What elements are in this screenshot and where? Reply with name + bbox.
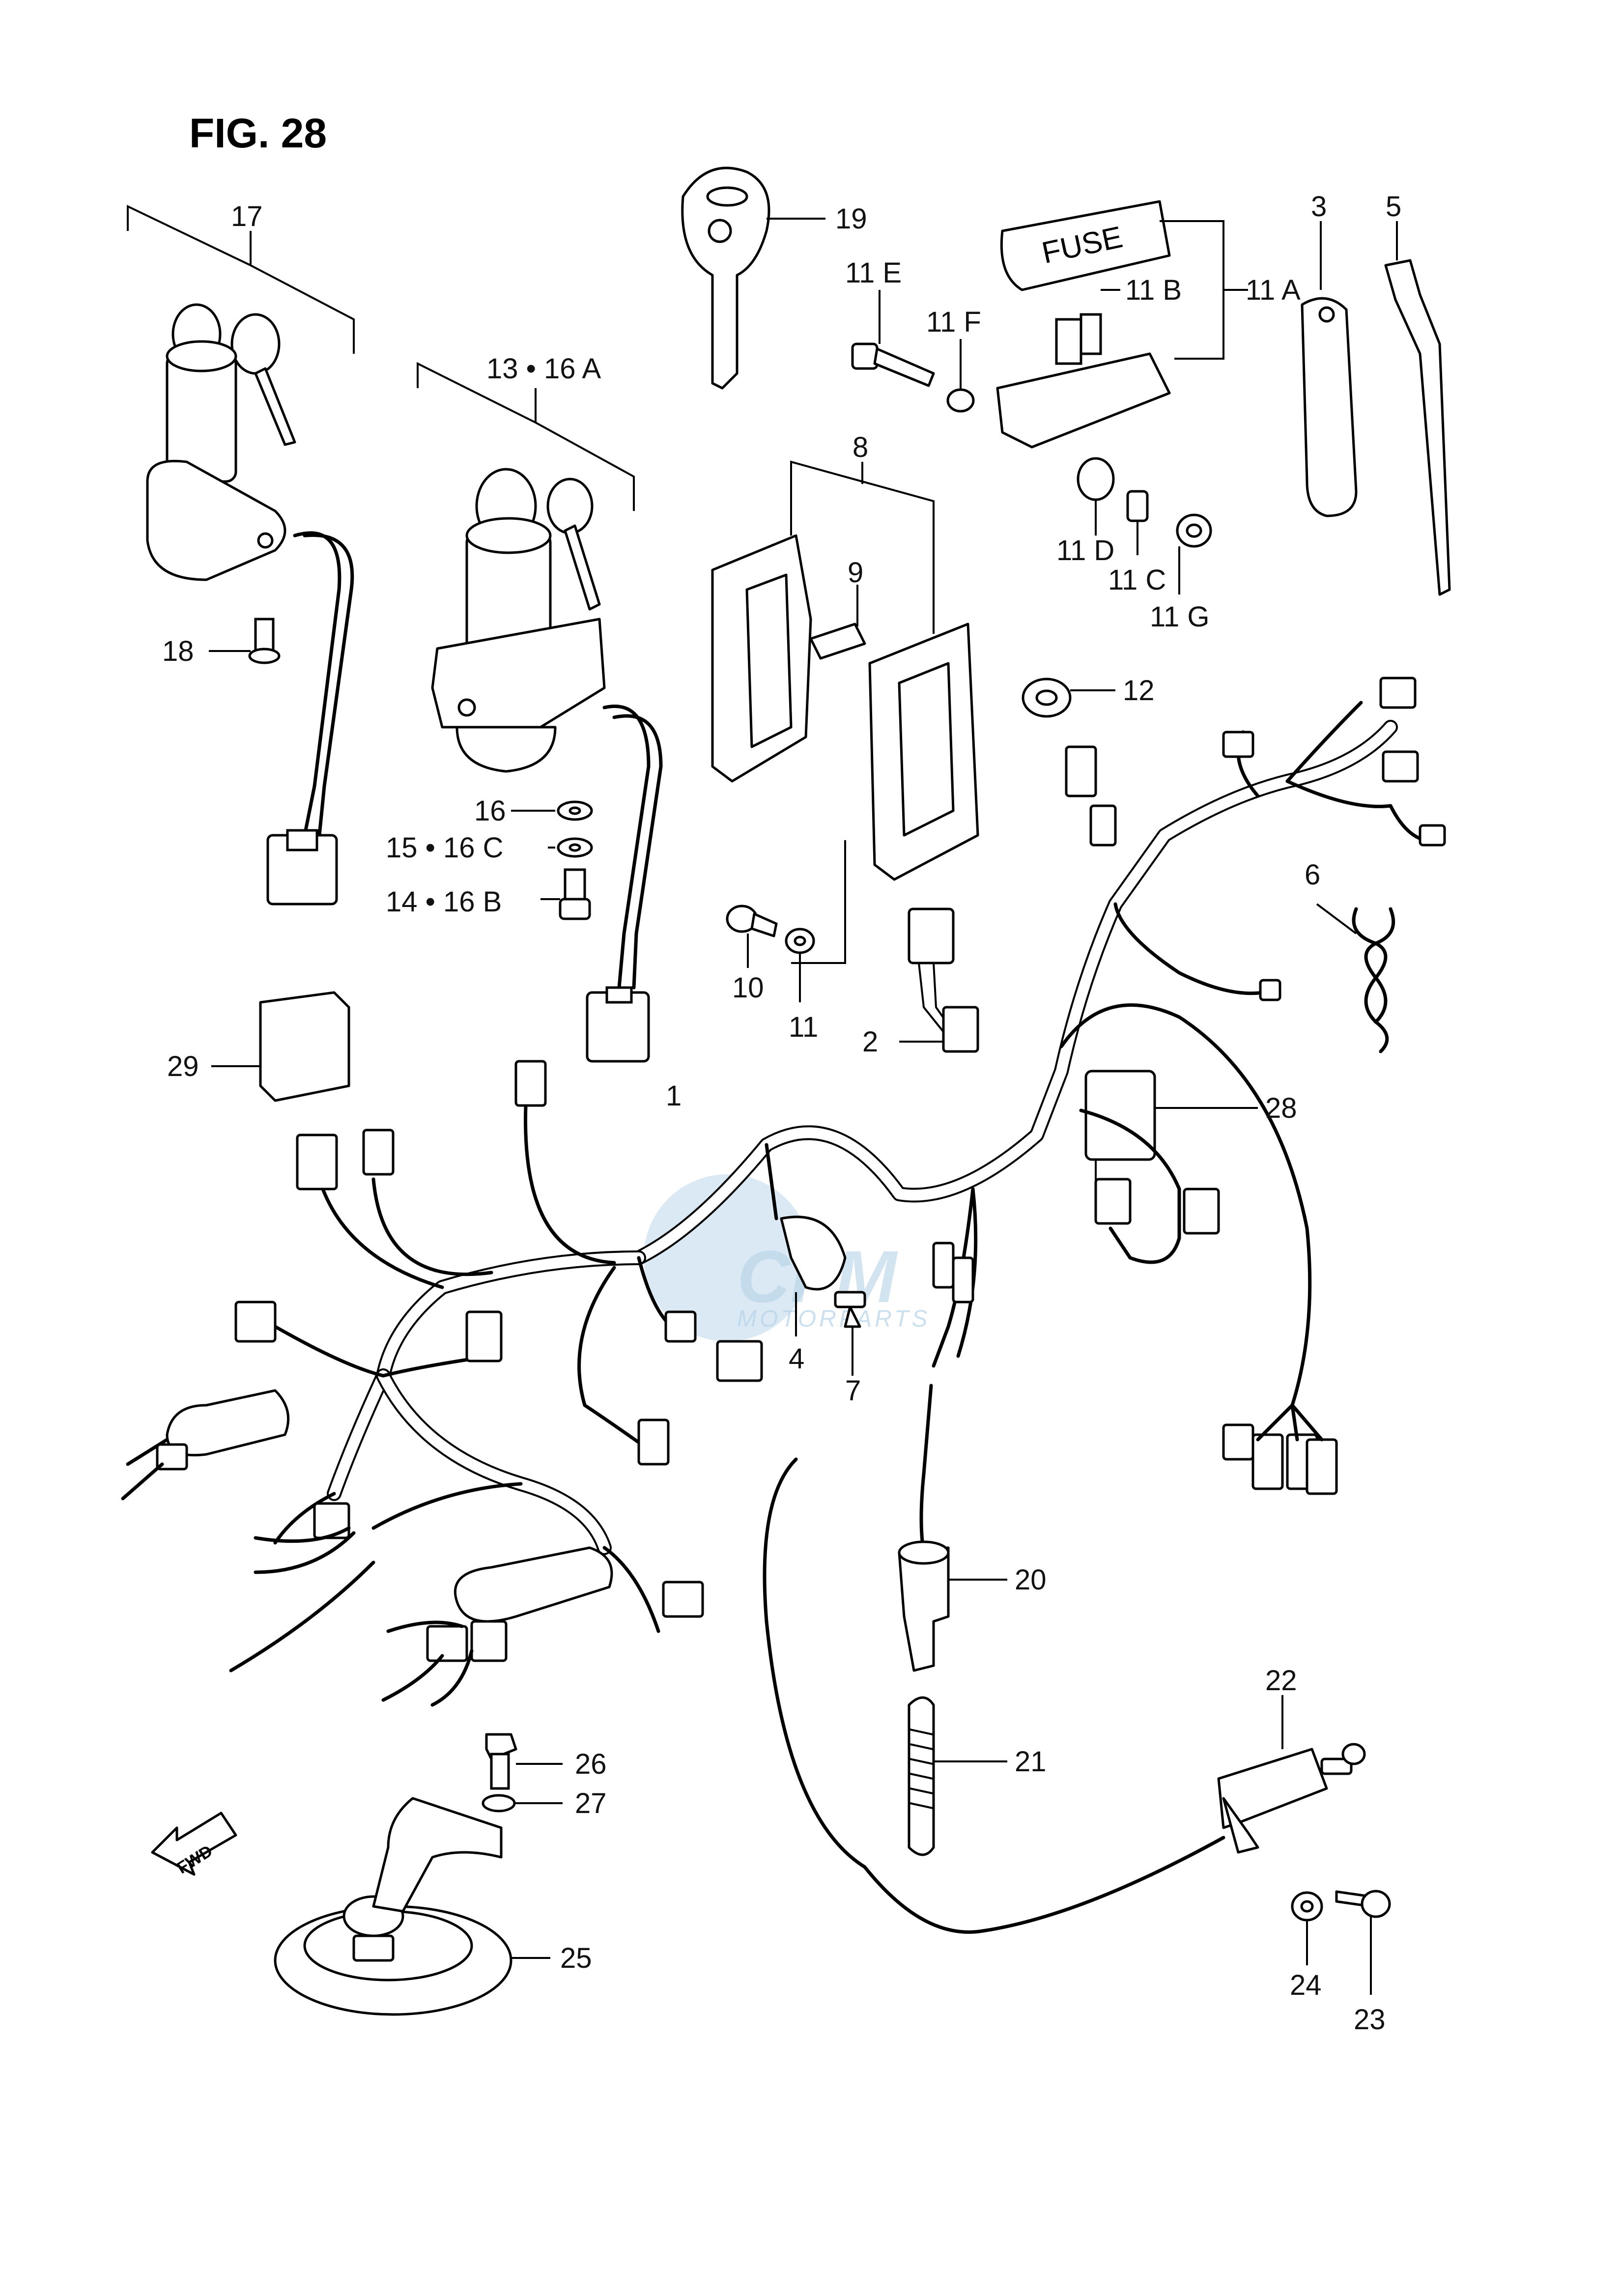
label-21: 21: [1015, 1746, 1047, 1778]
label-10: 10: [732, 972, 764, 1004]
part-26-bolt: [485, 1733, 563, 1790]
part-23-screw: [1335, 1890, 1391, 1995]
part-20-switch: [898, 1384, 1007, 1672]
part-12-grommet: [1022, 678, 1115, 718]
part-labels: 17 18 13 • 16 A 16 15 • 16 C 14 • 16 B 1…: [162, 191, 1401, 2036]
label-25: 25: [560, 1942, 592, 1974]
part-11a-fuse-cover: FUSE: [1000, 200, 1248, 360]
part-8-fuse-holder: [711, 460, 979, 964]
label-11a: 11 A: [1246, 274, 1301, 306]
label-29: 29: [167, 1050, 199, 1082]
label-11g: 11 G: [1150, 601, 1209, 633]
label-11d: 11 D: [1056, 535, 1114, 567]
part-7-screw: [834, 1291, 866, 1376]
part-3-band: [1301, 221, 1358, 517]
label-28: 28: [1265, 1092, 1297, 1124]
part-28-relay: [1084, 1070, 1258, 1235]
label-27: 27: [575, 1787, 607, 1819]
part-1-wiring-harness: [273, 701, 1427, 1633]
part-27-washer: [482, 1794, 563, 1813]
part-29-relay: [211, 991, 350, 1102]
harness-cylinder-upper: [121, 1389, 290, 1501]
label-20: 20: [1015, 1564, 1047, 1596]
label-11f: 11 F: [926, 306, 981, 338]
label-19: 19: [835, 203, 867, 235]
watermark-sub: MOTORPARTS: [737, 1306, 930, 1332]
label-7: 7: [845, 1375, 861, 1407]
part-11-washer: [785, 928, 815, 1002]
label-9: 9: [848, 557, 863, 589]
part-15-washer: [548, 837, 593, 858]
part-11c-collar: [1126, 490, 1149, 555]
label-17: 17: [231, 200, 263, 232]
part-11e-bolt: [851, 290, 935, 387]
part-19-key: [681, 167, 825, 390]
part-13-ignition-switch: [417, 362, 663, 1063]
part-4-clamp: [780, 1216, 847, 1336]
label-5: 5: [1386, 191, 1401, 223]
part-5-clamp: [1384, 221, 1451, 596]
label-26: 26: [575, 1748, 607, 1780]
label-4: 4: [789, 1343, 804, 1375]
part-17-ignition-switch: [127, 204, 355, 906]
part-2-connector: [899, 907, 979, 1053]
harness-cylinder-lower: [454, 1546, 613, 1623]
label-23: 23: [1354, 2004, 1386, 2036]
part-21-spring: [908, 1696, 1007, 1856]
label-3: 3: [1311, 191, 1327, 223]
part-11f-washer: [946, 339, 975, 413]
label-12: 12: [1123, 675, 1155, 707]
part-11g-nut: [1176, 513, 1212, 595]
label-14-16b: 14 • 16 B: [386, 886, 502, 918]
part-14-bolt: [540, 868, 591, 920]
figure-title: FIG. 28: [189, 110, 327, 156]
label-1: 1: [666, 1080, 682, 1112]
label-11c: 11 C: [1108, 564, 1166, 596]
part-9-fuse: [809, 585, 866, 660]
label-11b: 11 B: [1125, 274, 1182, 306]
fwd-arrow: FWD: [151, 1812, 237, 1877]
part-22-rear-brake-switch: [763, 1457, 1366, 1934]
part-10-screw: [726, 905, 778, 968]
part-24-washer: [1291, 1891, 1323, 1965]
part-11d-grommet: [1077, 457, 1115, 536]
label-11: 11: [789, 1011, 818, 1043]
label-6: 6: [1305, 859, 1320, 891]
label-22: 22: [1265, 1665, 1297, 1697]
label-24: 24: [1290, 1969, 1322, 2001]
part-18-screw: [209, 618, 281, 664]
label-2: 2: [862, 1026, 878, 1058]
harness-connectors: [229, 677, 1446, 1707]
label-13-16a: 13 • 16 A: [486, 353, 601, 385]
label-15-16c: 15 • 16 C: [386, 832, 504, 864]
part-25-horn: [274, 1797, 550, 2016]
part-11b-fuse-box: [996, 289, 1171, 449]
label-8: 8: [853, 431, 868, 463]
part-6-clip: [1316, 903, 1395, 1053]
part-16-washer: [511, 800, 593, 821]
label-16: 16: [474, 795, 506, 827]
label-18: 18: [162, 635, 194, 667]
label-11e: 11 E: [845, 257, 902, 289]
